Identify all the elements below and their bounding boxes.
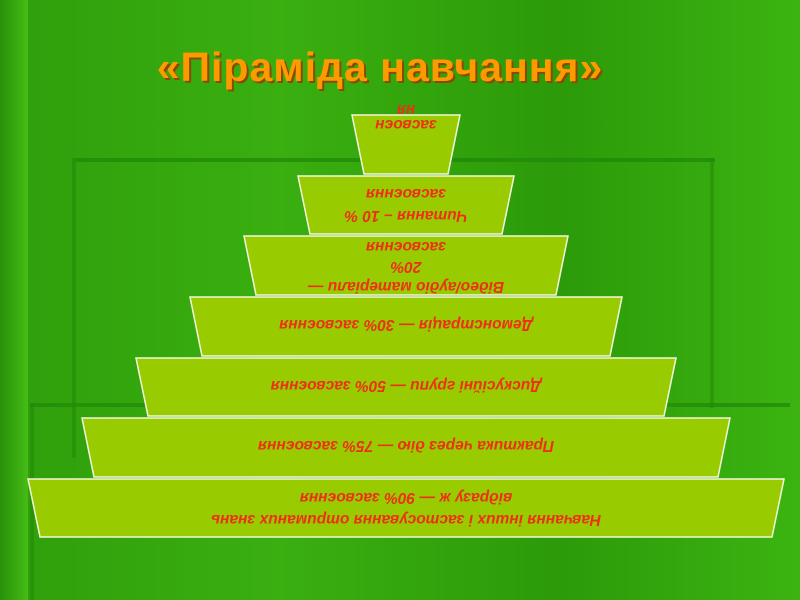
pyramid-level-label: засвоєн <box>375 116 437 133</box>
pyramid-level-1: Навчання інших і застосування отриманих … <box>27 478 785 538</box>
pyramid-level-shape <box>351 114 461 175</box>
pyramid-level-6: Читання – 10 % засвоєння <box>297 175 515 235</box>
pyramid-level-label: засвоєння <box>366 185 446 202</box>
pyramid-level-shape <box>27 478 785 538</box>
pyramid-level-label: Демонстрація — 30% засвоєння <box>279 316 535 333</box>
pyramid-level-label: Навчання інших і застосування отриманих … <box>211 511 601 528</box>
pyramid-level-label: 20% <box>390 258 422 275</box>
pyramid-level-shape <box>81 417 731 478</box>
slide-title: «Піраміда навчання» <box>156 44 604 90</box>
pyramid-level-label: Читання – 10 % <box>344 207 467 224</box>
pyramid-level-4: Демонстрація — 30% засвоєння <box>189 296 623 357</box>
pyramid-level-shape <box>243 235 569 296</box>
pyramid-level-label: засвоєння <box>366 238 446 255</box>
pyramid-level-5: Відео/аудіо матеріали — 20% засвоєння <box>243 235 569 296</box>
pyramid-level-label: Відео/аудіо матеріали — <box>307 278 504 295</box>
pyramid-level-label: Практика через дію — 75% засвоєння <box>258 437 554 454</box>
pyramid-level-7: засвоєн ня <box>351 101 461 175</box>
pyramid-level-shape <box>135 357 677 417</box>
pyramid-level-label: ня <box>397 101 416 118</box>
pyramid-level-shape <box>297 175 515 235</box>
pyramid-level-label: Дискусійні групи — 50% засвоєння <box>271 377 544 394</box>
pyramid-level-3: Дискусійні групи — 50% засвоєння <box>135 357 677 417</box>
pyramid-level-label: відразу ж — 90% засвоєння <box>300 489 513 506</box>
pyramid-level-2: Практика через дію — 75% засвоєння <box>81 417 731 478</box>
pyramid-level-shape <box>189 296 623 357</box>
